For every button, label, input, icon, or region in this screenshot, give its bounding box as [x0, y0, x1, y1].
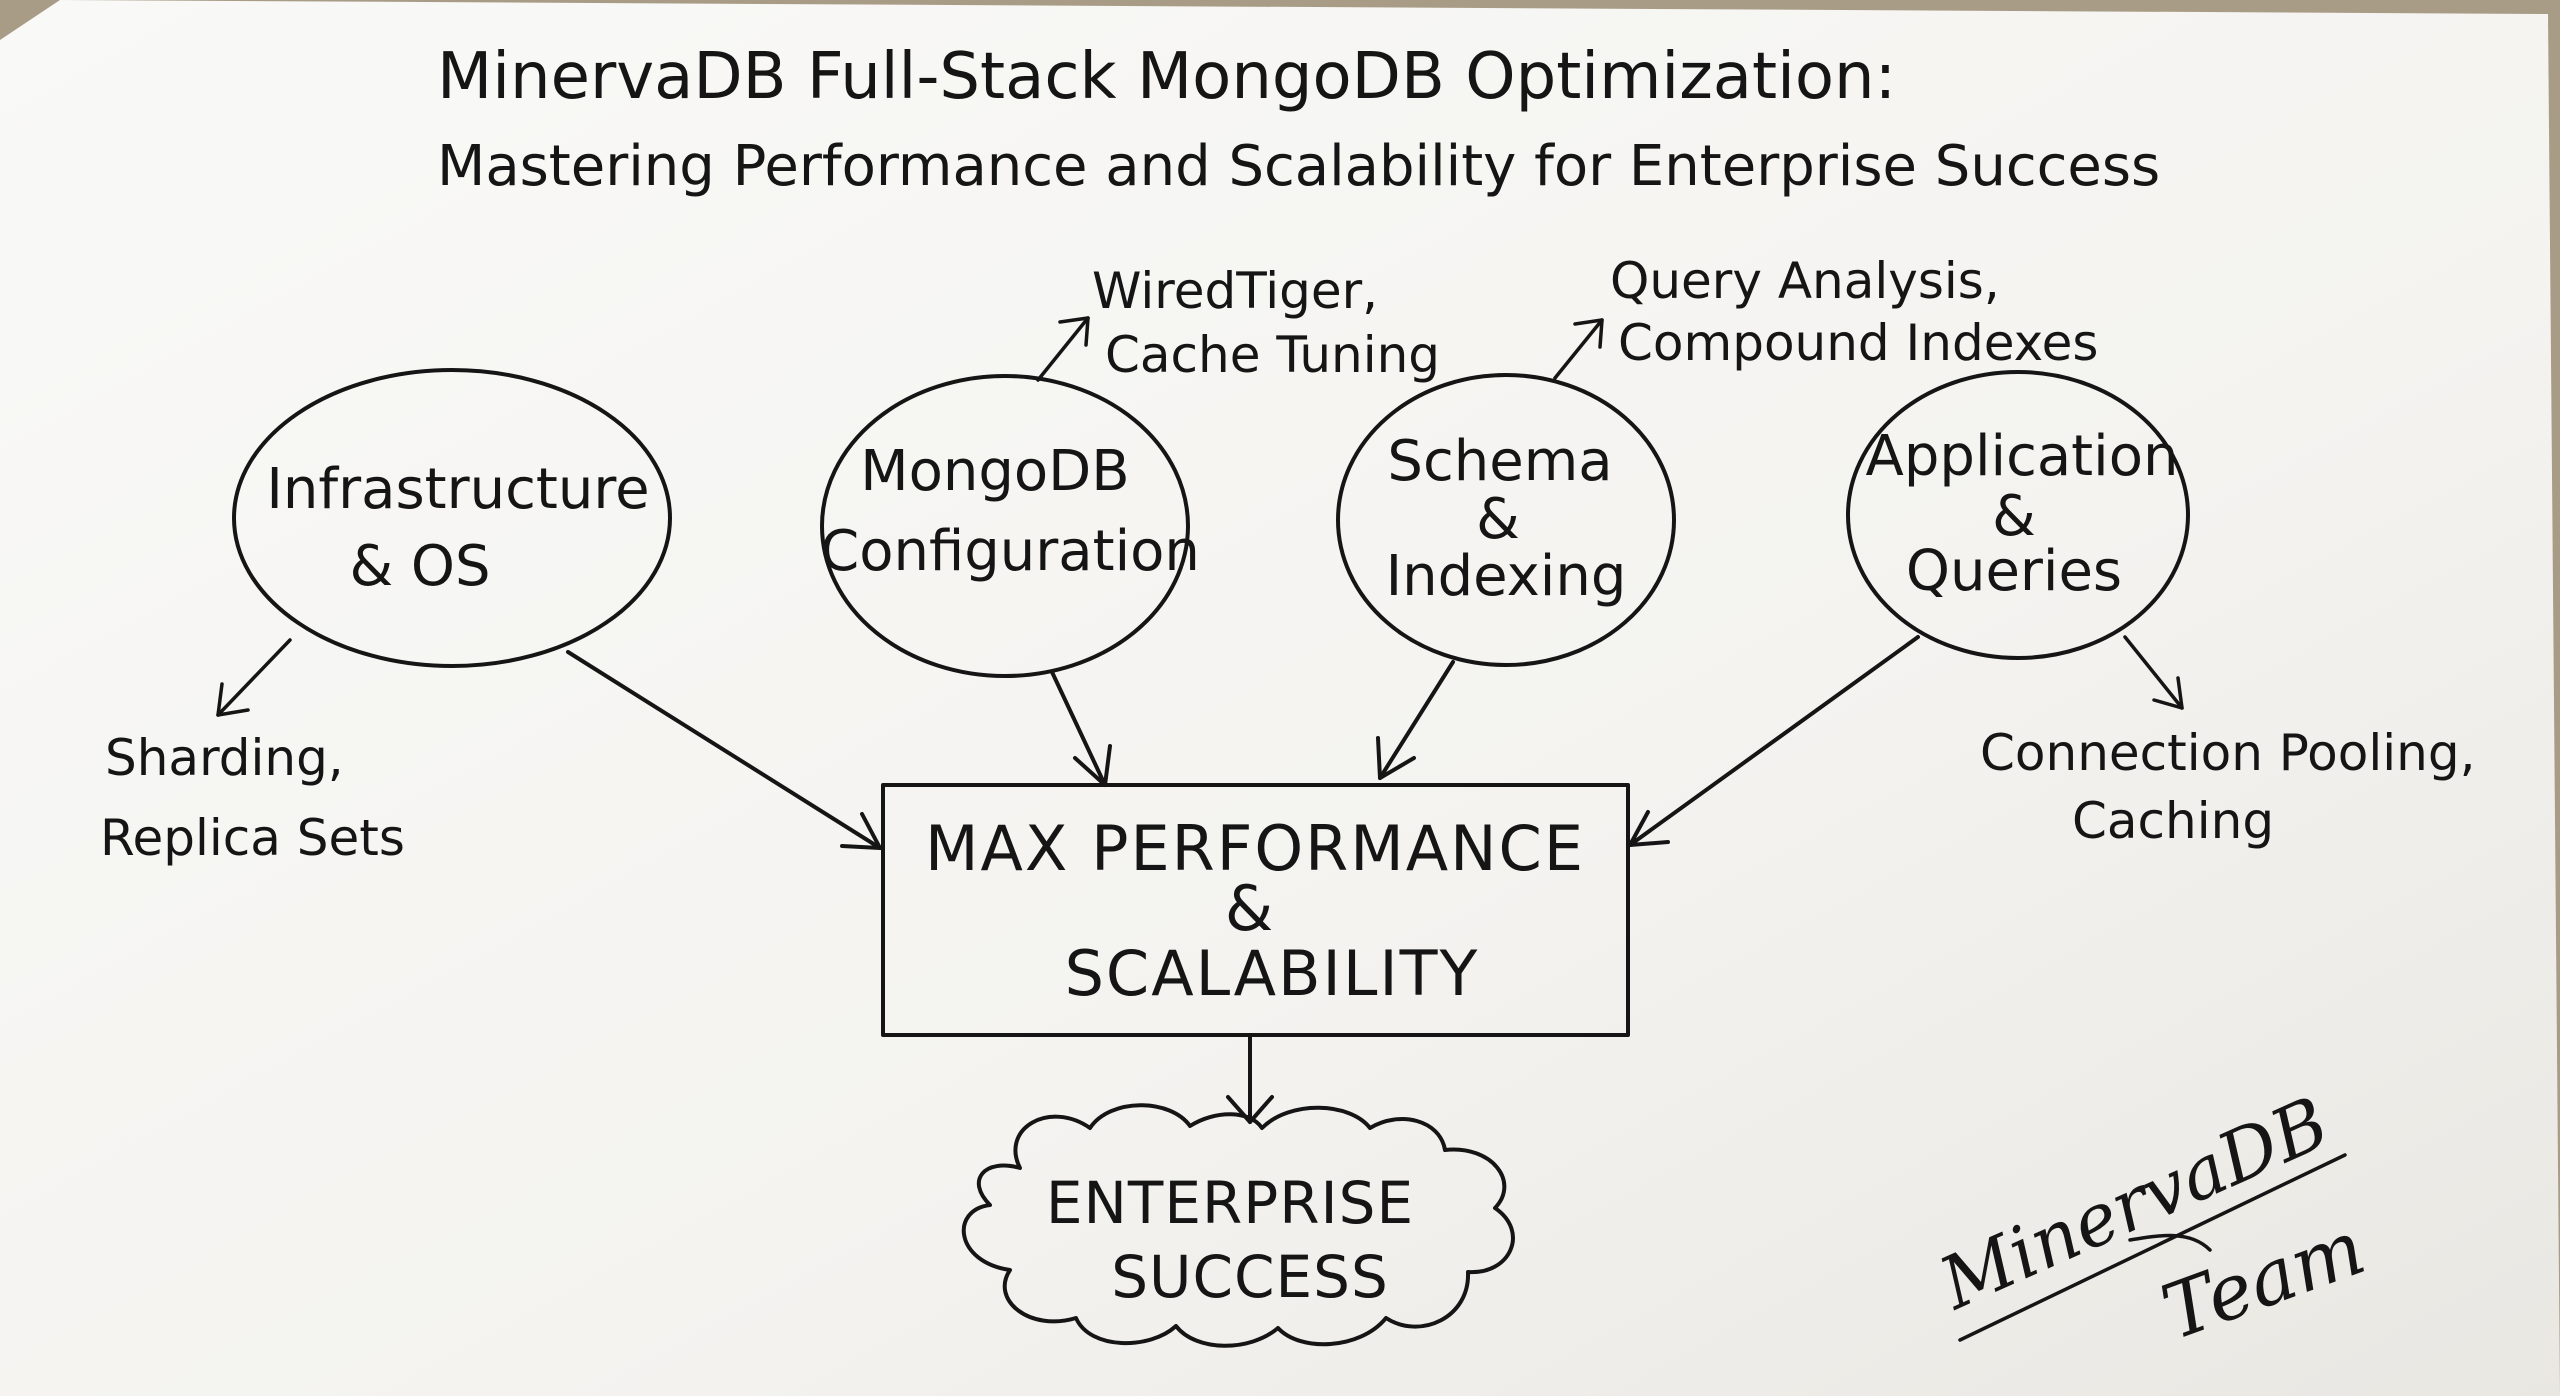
arrow-application-to-center — [1628, 635, 1920, 847]
outcome-label: ENTERPRISE SUCCESS — [1046, 1169, 1414, 1311]
center-label-line: MAX PERFORMANCE — [925, 812, 1585, 885]
arrow-config-to-note — [1036, 316, 1090, 382]
note-label: Compound Indexes — [1618, 314, 2098, 372]
signature-underline-flourish — [2128, 1233, 2212, 1252]
note-label: Replica Sets — [100, 809, 405, 867]
outcome-label-line: SUCCESS — [1111, 1243, 1389, 1311]
node-label: Configuration — [820, 519, 1200, 584]
note-label: Connection Pooling, — [1980, 724, 2475, 782]
diagram-title: MinervaDB Full-Stack MongoDB Optimizatio… — [437, 40, 2160, 199]
node-application-queries: Application & Queries — [1866, 424, 2179, 604]
arrow-config-to-center — [1050, 670, 1112, 787]
node-label: Queries — [1906, 539, 2122, 604]
node-mongodb-config: MongoDB Configuration — [820, 439, 1200, 584]
infrastructure-oval — [232, 368, 672, 668]
arrow-schema-to-note — [1553, 318, 1604, 380]
outcome-cloud — [961, 1103, 1515, 1348]
signature-underline — [1958, 1153, 2347, 1342]
note-infrastructure: Sharding, Replica Sets — [100, 729, 405, 867]
note-label: Cache Tuning — [1105, 326, 1440, 384]
note-label: Sharding, — [105, 729, 344, 787]
node-schema-indexing: Schema & Indexing — [1386, 429, 1627, 609]
node-label: Infrastructure — [266, 457, 649, 522]
node-label: Indexing — [1386, 544, 1627, 609]
arrow-center-to-outcome — [1226, 1033, 1274, 1124]
note-label: Caching — [2072, 792, 2274, 850]
outcome-label-line: ENTERPRISE — [1046, 1169, 1414, 1237]
node-label: & OS — [349, 534, 490, 599]
note-application-queries: Connection Pooling, Caching — [1980, 724, 2475, 850]
center-label-line: SCALABILITY — [1065, 937, 1480, 1010]
node-infrastructure: Infrastructure & OS — [266, 457, 649, 599]
node-label: & — [1992, 484, 2036, 549]
center-label-line: & — [1225, 872, 1275, 945]
note-label: Query Analysis, — [1610, 252, 2000, 310]
arrow-infrastructure-to-center — [566, 650, 882, 850]
application-queries-oval — [1846, 370, 2190, 660]
node-label: & — [1476, 487, 1520, 552]
title-line-1: MinervaDB Full-Stack MongoDB Optimizatio… — [437, 40, 1896, 114]
arrow-schema-to-center — [1376, 660, 1455, 780]
center-label: MAX PERFORMANCE & SCALABILITY — [925, 812, 1585, 1010]
node-label: MongoDB — [860, 439, 1129, 504]
note-mongodb-config: WiredTiger, Cache Tuning — [1092, 262, 1440, 384]
node-label: Application — [1866, 424, 2179, 489]
node-label: Schema — [1387, 429, 1612, 494]
title-line-2: Mastering Performance and Scalability fo… — [437, 134, 2160, 199]
schema-indexing-oval — [1336, 373, 1676, 667]
arrow-infrastructure-to-note — [216, 638, 292, 717]
center-box — [881, 783, 1630, 1037]
arrow-application-to-note — [2123, 635, 2184, 710]
mongodb-config-oval — [820, 374, 1190, 678]
note-label: WiredTiger, — [1092, 262, 1378, 320]
note-schema-indexing: Query Analysis, Compound Indexes — [1610, 252, 2098, 372]
